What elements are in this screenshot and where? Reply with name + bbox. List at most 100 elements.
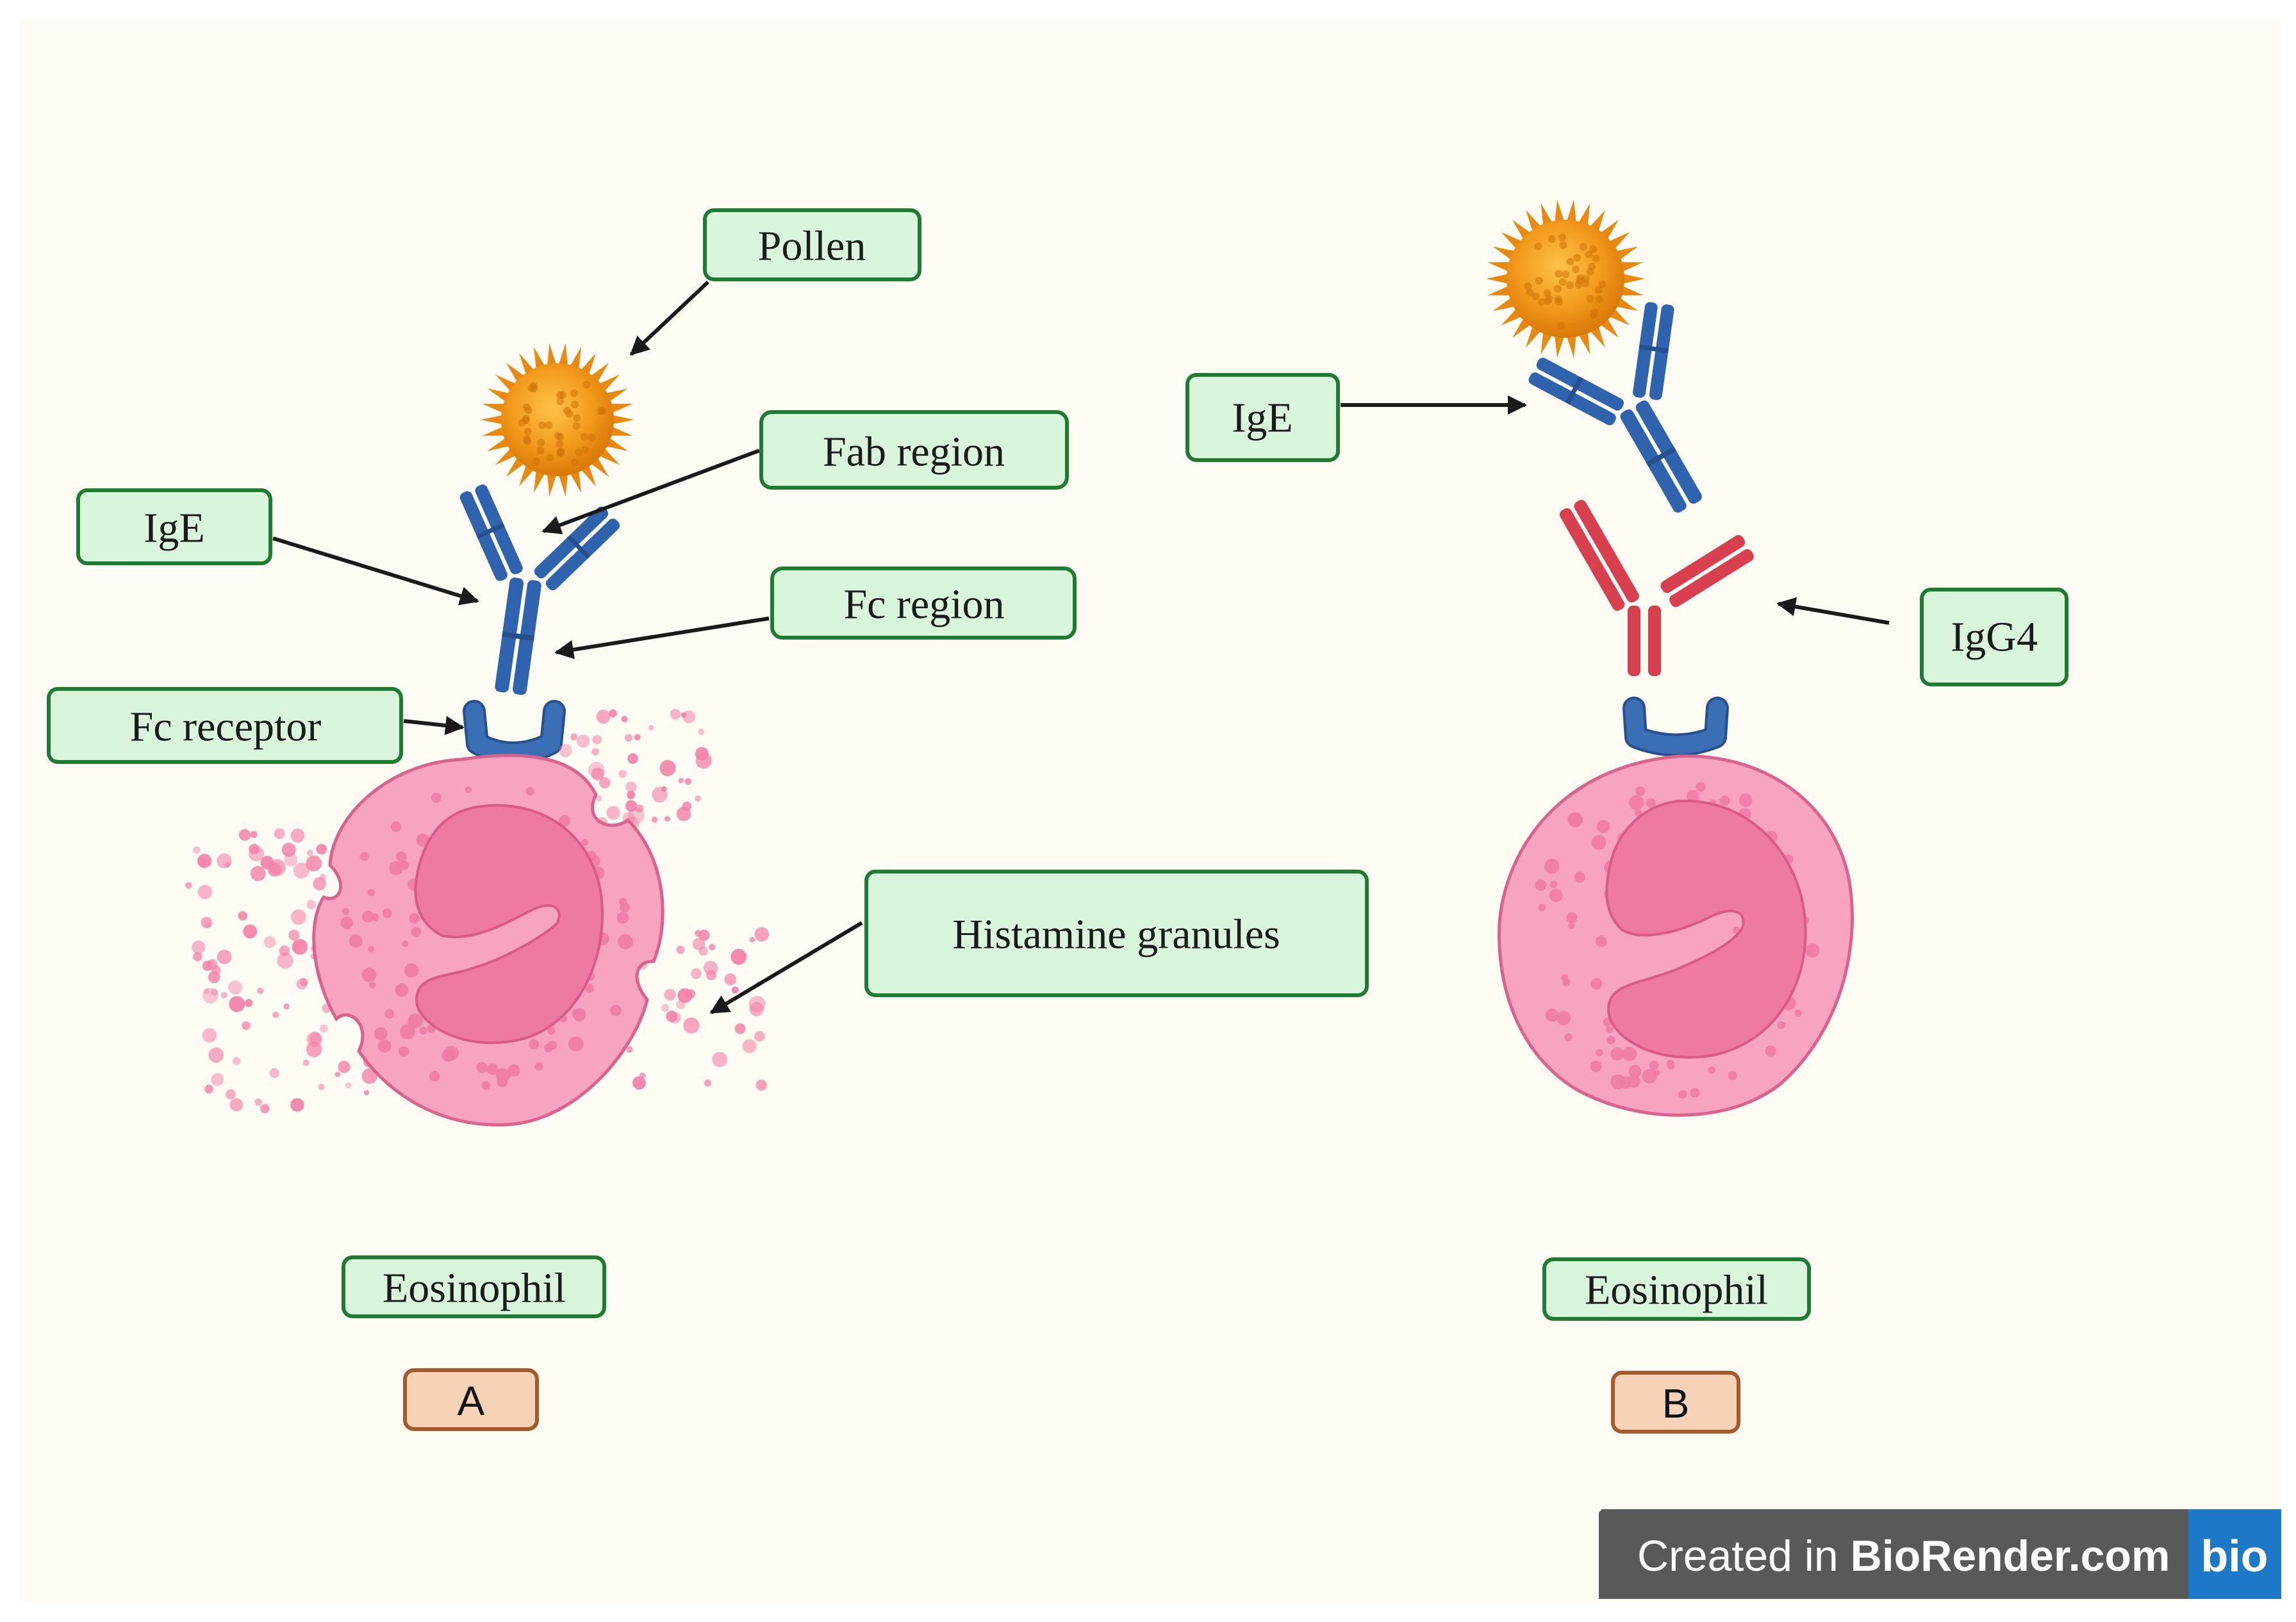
released-granule <box>257 987 264 994</box>
released-granule <box>626 1046 633 1053</box>
released-granule <box>288 929 300 941</box>
label-fab-region: Fab region <box>759 410 1069 490</box>
pollen-bump <box>597 407 605 415</box>
released-granule <box>652 786 668 803</box>
cytoplasm-granule <box>1649 1061 1659 1070</box>
released-granule <box>316 843 327 855</box>
released-granule <box>691 968 702 979</box>
cytoplasm-granule <box>1728 1071 1737 1080</box>
label-histamine-granules: Histamine granules <box>864 870 1369 997</box>
cytoplasm-granule <box>581 839 588 846</box>
released-granule <box>243 924 258 939</box>
watermark-prefix: Created in <box>1637 1532 1851 1580</box>
released-granule <box>754 1030 765 1042</box>
pollen-bump <box>1566 258 1574 266</box>
released-granule <box>651 816 658 823</box>
released-granule <box>683 1017 700 1034</box>
pollen-bump <box>570 389 578 397</box>
released-granule <box>204 922 211 929</box>
pollen-spike <box>533 346 546 370</box>
released-granule <box>217 949 232 964</box>
cytoplasm-granule <box>1590 977 1603 990</box>
pollen-bump <box>588 433 596 442</box>
pollen-bump <box>1585 251 1593 259</box>
released-granule <box>208 1047 224 1063</box>
cytoplasm-granule <box>558 815 570 827</box>
released-granule <box>281 843 296 857</box>
pollen-bump <box>565 410 574 418</box>
pollen-spike <box>487 388 511 402</box>
released-granule <box>225 1089 236 1100</box>
cytoplasm-granule <box>1574 872 1585 883</box>
released-granule <box>217 853 232 868</box>
cytoplasm-granule <box>1556 1011 1571 1025</box>
pollen-bump <box>1526 288 1534 297</box>
pollen-bump <box>533 457 541 465</box>
label-ige-a: IgE <box>76 488 272 565</box>
released-granule <box>254 1098 262 1106</box>
pollen-bump <box>580 433 588 441</box>
released-granule <box>591 748 599 756</box>
cytoplasm-granule <box>476 1062 488 1073</box>
cytoplasm-granule <box>349 934 363 948</box>
pollen-bump <box>556 391 565 399</box>
cytoplasm-granule <box>404 963 419 978</box>
released-granule <box>284 853 298 866</box>
pollen-spike <box>558 472 568 497</box>
cytoplasm-granule <box>400 1023 415 1039</box>
pollen-bump <box>556 440 564 448</box>
released-granule <box>624 734 633 742</box>
pollen-spike <box>547 472 557 497</box>
released-granule <box>249 843 260 855</box>
pollen-bump <box>556 397 565 406</box>
released-granule <box>364 1090 370 1096</box>
svg-text:B: B <box>1662 1380 1690 1427</box>
cytoplasm-granule <box>359 852 369 861</box>
cytoplasm-granule <box>1794 1009 1802 1017</box>
biorender-logo: bio <box>2201 1531 2268 1581</box>
cytoplasm-granule <box>398 1046 409 1057</box>
released-granule <box>318 1083 325 1090</box>
svg-text:Fab region: Fab region <box>823 429 1005 476</box>
pollen-spike <box>1614 297 1639 311</box>
released-granule <box>279 945 290 956</box>
cytoplasm-granule <box>1535 879 1547 891</box>
released-granule <box>659 759 676 777</box>
cytoplasm-granule <box>1566 912 1578 923</box>
cytoplasm-granule <box>382 908 392 918</box>
pollen-bump <box>1558 278 1567 286</box>
released-granule <box>698 728 705 736</box>
released-granule <box>260 1104 270 1114</box>
released-granule <box>749 937 756 943</box>
histamine-granules-a <box>185 709 769 1114</box>
released-granule <box>238 829 251 841</box>
released-granule <box>675 999 686 1009</box>
released-granule <box>290 1098 304 1112</box>
pollen-spike <box>1566 334 1577 358</box>
released-granule <box>283 1003 290 1010</box>
released-granule <box>197 854 212 868</box>
cytoplasm-granule <box>402 940 409 947</box>
pollen-bump <box>573 414 581 422</box>
pollen-bump <box>1532 292 1540 301</box>
pollen-bump <box>1589 245 1598 253</box>
released-granule <box>627 791 636 799</box>
pollen-bump <box>1586 295 1594 303</box>
biorender-watermark: Created in BioRender.com bio <box>1599 1509 2281 1599</box>
cytoplasm-granule <box>1708 1066 1715 1074</box>
pollen-spike <box>1566 199 1577 224</box>
pollen-bump <box>1524 282 1532 290</box>
fc-receptor-b <box>1623 697 1729 757</box>
released-granule <box>695 795 701 802</box>
cytoplasm-granule <box>368 945 375 952</box>
released-granule <box>592 734 602 745</box>
released-granule <box>211 1073 224 1086</box>
cytoplasm-granule <box>1545 1008 1559 1022</box>
cytoplasm-granule <box>395 851 407 863</box>
released-granule <box>670 709 681 720</box>
cytoplasm-granule <box>495 1068 511 1083</box>
released-granule <box>595 795 602 802</box>
cytoplasm-granule <box>1627 1074 1640 1088</box>
cytoplasm-granule <box>1690 1088 1700 1098</box>
cytoplasm-granule <box>1678 1089 1687 1099</box>
